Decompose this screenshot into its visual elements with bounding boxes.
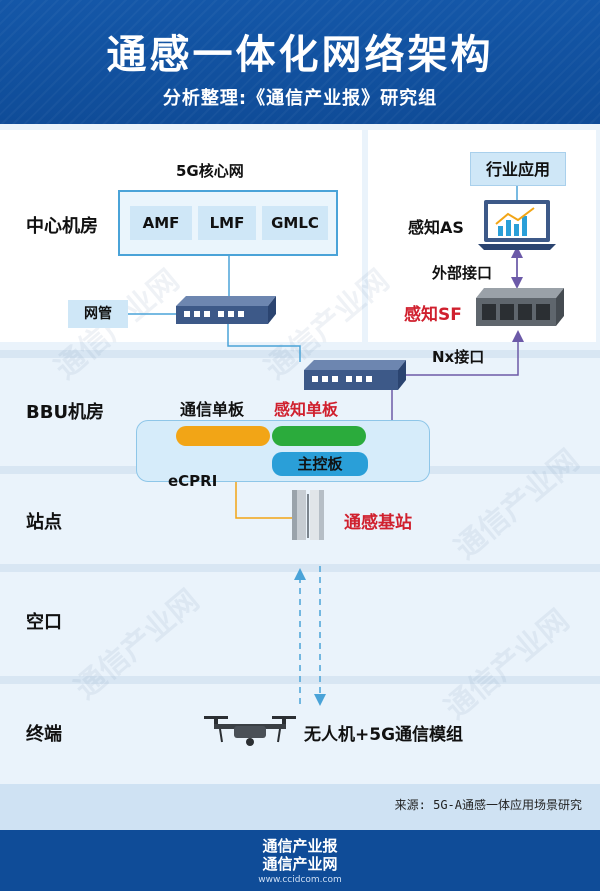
header-banner bbox=[0, 0, 600, 124]
core-network-title: 5G核心网 bbox=[176, 162, 244, 180]
lmf-box: LMF bbox=[198, 206, 256, 240]
row-label-air: 空口 bbox=[26, 612, 62, 633]
base-station-label: 通感基站 bbox=[344, 513, 412, 533]
laptop-chart-icon bbox=[478, 200, 556, 252]
row-label-center-room: 中心机房 bbox=[26, 216, 98, 237]
footer-banner bbox=[0, 830, 600, 891]
external-interface-label: 外部接口 bbox=[432, 264, 493, 282]
footer-url: www.ccidcom.com bbox=[258, 875, 342, 885]
nx-interface-label: Nx接口 bbox=[432, 348, 485, 366]
switch-icon bbox=[176, 296, 276, 324]
network-mgmt-box: 网管 bbox=[68, 300, 128, 328]
page-subtitle: 分析整理:《通信产业报》研究组 bbox=[162, 88, 438, 109]
industry-app-box: 行业应用 bbox=[470, 152, 566, 186]
comm-board-bar bbox=[176, 426, 270, 446]
sensing-sf-label: 感知SF bbox=[404, 305, 462, 325]
footer-logo-line1: 通信产业报 bbox=[262, 837, 338, 855]
terminal-device-label: 无人机+5G通信模组 bbox=[304, 725, 464, 745]
drone-icon bbox=[200, 712, 300, 748]
panel-gap bbox=[362, 130, 368, 342]
row-label-bbu-room: BBU机房 bbox=[26, 402, 105, 423]
footer-logo: 通信产业报 通信产业网 bbox=[0, 837, 600, 873]
row-label-site: 站点 bbox=[26, 512, 62, 533]
server-icon bbox=[476, 288, 564, 328]
switch-icon bbox=[304, 360, 406, 390]
sensing-board-bar bbox=[272, 426, 366, 446]
main-board-bar: 主控板 bbox=[272, 452, 368, 476]
sensing-as-label: 感知AS bbox=[408, 218, 464, 237]
comm-board-label: 通信单板 bbox=[180, 400, 245, 419]
base-station-icon bbox=[286, 488, 330, 544]
footer-logo-line2: 通信产业网 bbox=[262, 855, 338, 873]
amf-box: AMF bbox=[130, 206, 192, 240]
ecpri-line bbox=[235, 468, 292, 519]
sensing-board-label: 感知单板 bbox=[274, 400, 339, 419]
source-note: 来源: 5G-A通感一体应用场景研究 bbox=[394, 798, 582, 812]
band-source bbox=[0, 784, 600, 830]
page-title: 通感一体化网络架构 bbox=[106, 32, 494, 78]
ecpri-label: eCPRI bbox=[168, 472, 218, 490]
nx-interface-arrow bbox=[404, 330, 524, 376]
row-label-terminal: 终端 bbox=[26, 724, 62, 745]
switch-to-switch-line bbox=[227, 322, 301, 362]
gmlc-box: GMLC bbox=[262, 206, 328, 240]
